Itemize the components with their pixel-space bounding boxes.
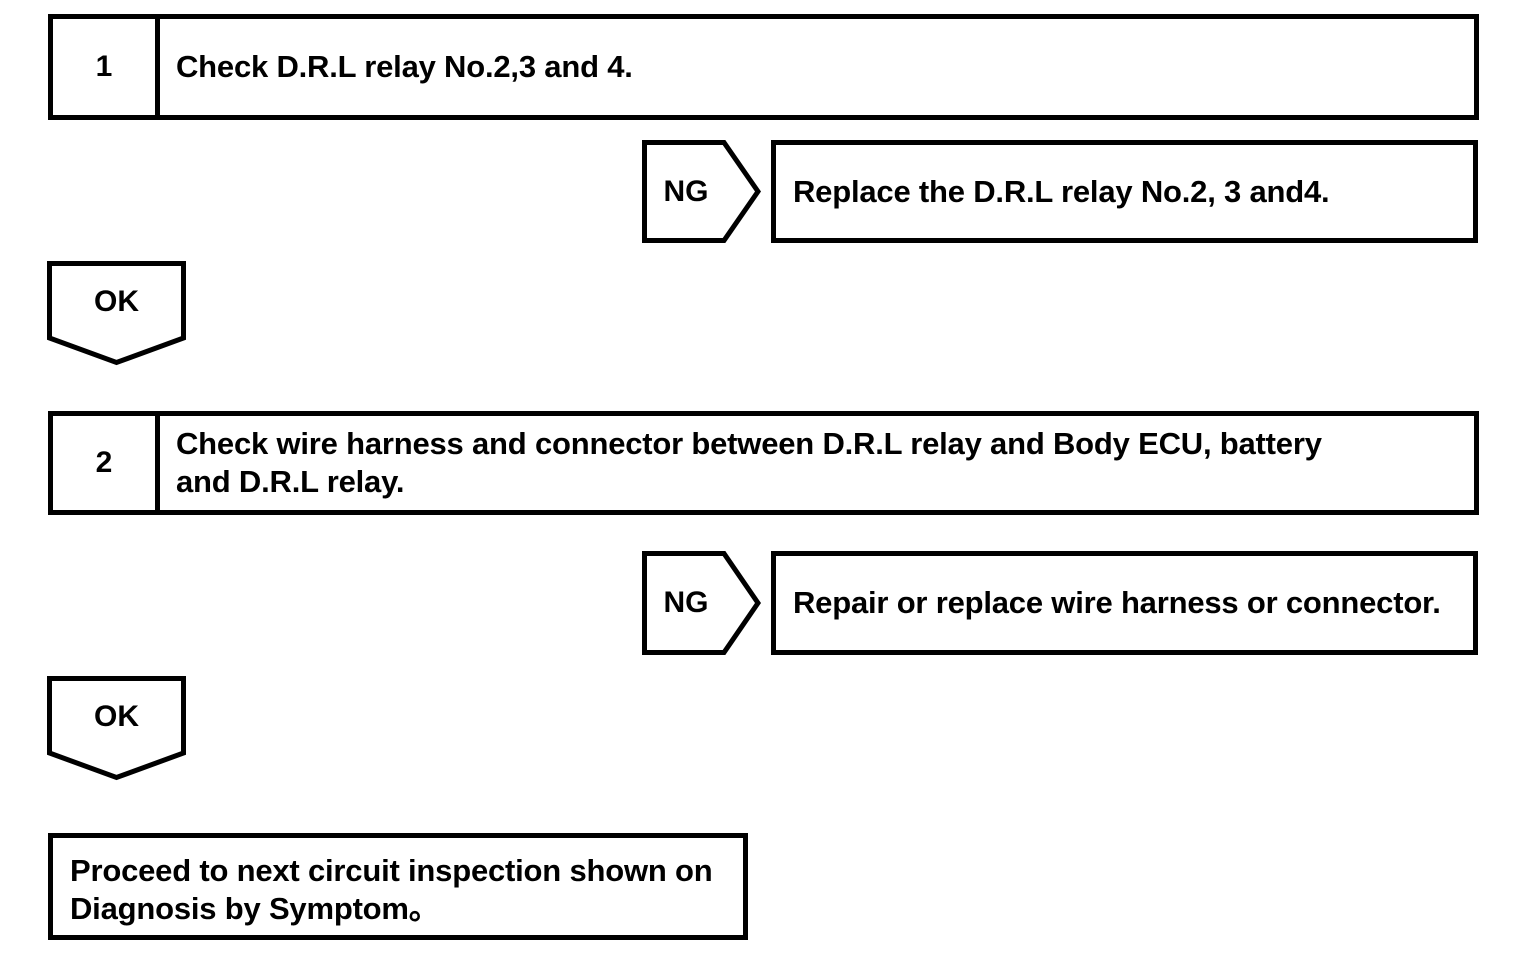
step-2-number: 2 bbox=[53, 416, 160, 510]
ng-result-1-box: Replace the D.R.L relay No.2, 3 and4. bbox=[771, 140, 1478, 243]
final-instruction-line-1: Proceed to next circuit inspection shown… bbox=[70, 853, 713, 888]
final-instruction-line-2: Diagnosis by Symptom。 bbox=[70, 890, 440, 926]
step-2-text-line-1: Check wire harness and connector between… bbox=[176, 426, 1322, 462]
ng-arrow-2-label: NG bbox=[663, 586, 709, 619]
ng-arrow-1-label: NG bbox=[663, 174, 709, 208]
step-2-text-line-2: and D.R.L relay. bbox=[176, 464, 405, 499]
step-1-box: 1 Check D.R.L relay No.2,3 and 4. bbox=[48, 14, 1479, 120]
ok-arrow-2-label: OK bbox=[94, 700, 139, 733]
step-2-box: 2 Check wire harness and connector betwe… bbox=[48, 411, 1479, 515]
pentagon-right-icon bbox=[642, 551, 761, 655]
step-1-number: 1 bbox=[53, 19, 160, 115]
pentagon-right-icon bbox=[642, 140, 761, 243]
ng-arrow-2: NG bbox=[642, 551, 761, 655]
pentagon-down-icon bbox=[47, 676, 186, 781]
ok-arrow-1: OK bbox=[47, 261, 186, 366]
ok-arrow-2: OK bbox=[47, 676, 186, 781]
pentagon-down-icon bbox=[47, 261, 186, 366]
ng-arrow-1: NG bbox=[642, 140, 761, 243]
final-instruction-box: Proceed to next circuit inspection shown… bbox=[48, 833, 748, 940]
ok-arrow-1-label: OK bbox=[94, 285, 139, 318]
ng-result-2-box: Repair or replace wire harness or connec… bbox=[771, 551, 1478, 655]
step-1-text: Check D.R.L relay No.2,3 and 4. bbox=[176, 49, 633, 85]
step-2-text: Check wire harness and connector between… bbox=[160, 416, 1474, 510]
